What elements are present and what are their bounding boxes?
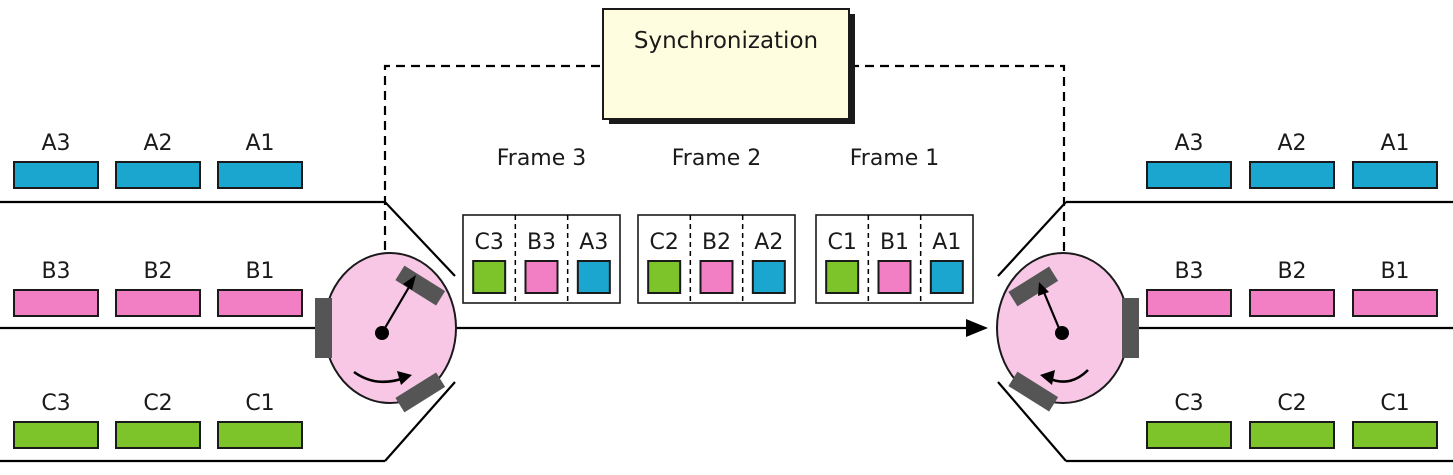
transmission-link [455, 319, 988, 337]
frame-cell-label: A1 [932, 230, 961, 255]
sync-label: Synchronization [634, 28, 818, 54]
demultiplexer [996, 252, 1139, 412]
frame: Frame 2 C2 B2 A2 [637, 146, 796, 304]
frame-cell-square [472, 260, 507, 294]
receiver-slot-label: A1 [1380, 131, 1409, 156]
sender-slot-bar [217, 289, 303, 317]
receiver-slot-label: B2 [1277, 259, 1306, 284]
demux-output-contact [1122, 298, 1139, 358]
frame-cell-square [877, 260, 912, 294]
mux-input-contact [315, 298, 332, 358]
receiver-slot-label: C1 [1380, 391, 1409, 416]
receiver-slot-label: C3 [1174, 391, 1203, 416]
sender-slot-label: A2 [143, 131, 172, 156]
demux-pivot [1055, 326, 1069, 340]
receiver-slot-label: A3 [1174, 131, 1203, 156]
receiver-slot-label: B1 [1380, 259, 1409, 284]
frame-cell-square [929, 260, 964, 294]
sender-slot-bar [217, 421, 303, 449]
frame-cell-label: C3 [474, 230, 503, 255]
frame-cell-square [576, 260, 611, 294]
receiver-slot-bar [1146, 289, 1232, 317]
sender-lines [0, 200, 456, 463]
receiver-slot-bar [1249, 161, 1335, 189]
frame-cell-label: A3 [579, 230, 608, 255]
frame-label: Frame 2 [672, 146, 762, 171]
frame-cell-label: B1 [880, 230, 909, 255]
sender-slot-bar [13, 161, 99, 189]
receiver-slot-bar [1249, 289, 1335, 317]
frame: Frame 1 C1 B1 A1 [815, 146, 974, 304]
sender-slot-label: B2 [143, 259, 172, 284]
receiver-slot-bar [1146, 161, 1232, 189]
frame-label: Frame 3 [497, 146, 587, 171]
receiver-slot-label: A2 [1277, 131, 1306, 156]
frame-cell-square [647, 260, 682, 294]
receiver-slot-label: C2 [1277, 391, 1306, 416]
demux-input-contact-lower [1008, 371, 1059, 412]
sender-slot-label: B3 [41, 259, 70, 284]
sender-slot-bar [115, 161, 201, 189]
sender-slot-bar [115, 289, 201, 317]
demux-input-contact-upper [1008, 266, 1059, 307]
frame-cell-label: B3 [527, 230, 556, 255]
receiver-slot-label: B3 [1174, 259, 1203, 284]
mux-output-contact-upper [395, 265, 446, 306]
frame-cell-label: C2 [649, 230, 678, 255]
receiver-slot-bar [1352, 161, 1438, 189]
receiver-slot-bar [1352, 289, 1438, 317]
frame-cell-square [699, 260, 734, 294]
sync-connector [383, 64, 1066, 340]
frame: Frame 3 C3 B3 A3 [462, 146, 621, 304]
sender-slot-label: A1 [245, 131, 274, 156]
frame-cell-square [751, 260, 786, 294]
mux-pivot [375, 326, 389, 340]
sender-slot-bar [13, 289, 99, 317]
receiver-slot-bar [1146, 421, 1232, 449]
multiplexer [315, 252, 457, 413]
sender-slot-label: C3 [41, 391, 70, 416]
sync-box: Synchronization [602, 8, 855, 124]
frame-cell-label: B2 [702, 230, 731, 255]
frame-cell-square [825, 260, 860, 294]
sender-slot-bar [217, 161, 303, 189]
frame-cell-label: C1 [827, 230, 856, 255]
sender-slot-bar [115, 421, 201, 449]
frame-cell-label: A2 [754, 230, 783, 255]
mux-output-contact-lower [395, 372, 446, 413]
receiver-lines [997, 200, 1453, 463]
receiver-slot-bar [1249, 421, 1335, 449]
receiver-slot-bar [1352, 421, 1438, 449]
sender-slot-label: A3 [41, 131, 70, 156]
sender-slot-label: C2 [143, 391, 172, 416]
frame-cell-square [524, 260, 559, 294]
sender-slot-label: C1 [245, 391, 274, 416]
sender-slot-bar [13, 421, 99, 449]
sender-slot-label: B1 [245, 259, 274, 284]
frames: Frame 3 C3 B3 A3 Frame 2 C2 B2 A2 Frame 1 C1 B1 A1 [462, 146, 974, 304]
frame-label: Frame 1 [850, 146, 940, 171]
